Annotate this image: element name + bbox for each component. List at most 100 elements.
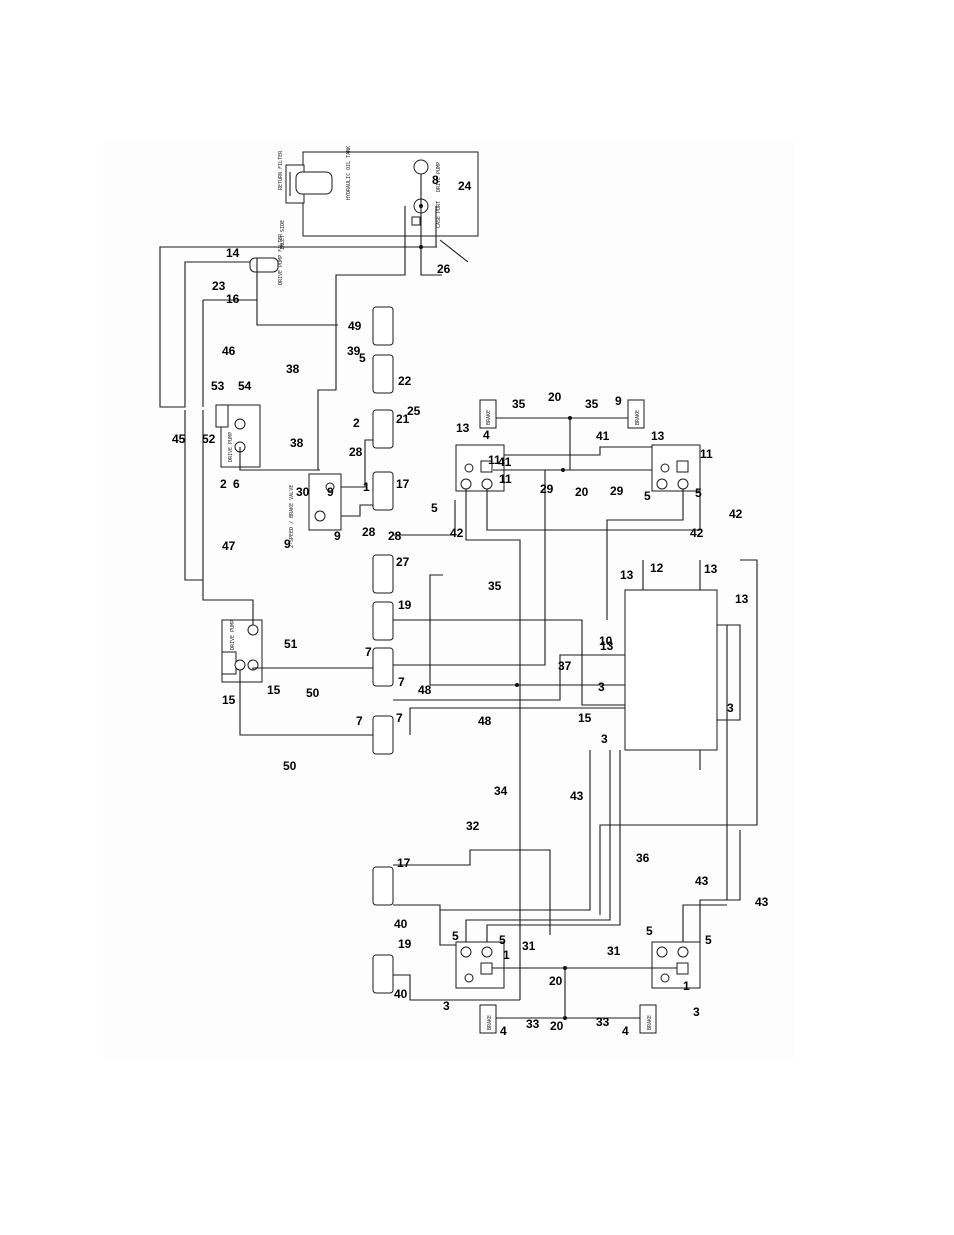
left-rear-drive-motor xyxy=(651,941,701,989)
callout: 48 xyxy=(418,683,432,697)
callout: 17 xyxy=(397,856,411,870)
callout: 53 xyxy=(211,379,225,393)
callout: 35 xyxy=(585,397,599,411)
callout-numbers: 8 24 26 14 23 16 46 53 54 38 49 39 5 22 … xyxy=(172,173,769,1038)
callout: 7 xyxy=(356,714,363,728)
case-port-label: CASE PORT xyxy=(436,201,442,228)
callout: 23 xyxy=(212,279,226,293)
callout: 48 xyxy=(478,714,492,728)
right-front-drive-motor xyxy=(455,444,505,492)
callout: 31 xyxy=(522,939,536,953)
brake-box-rear-right xyxy=(479,1004,497,1034)
callout: 5 xyxy=(431,501,438,515)
callout: 24 xyxy=(458,179,472,193)
drive-pump-filter-label: DRIVE PUMP FILTER xyxy=(278,233,284,285)
callout: 13 xyxy=(704,562,718,576)
drive-pump-left-label: DRIVE PUMP xyxy=(230,620,236,650)
callout: 13 xyxy=(600,639,614,653)
callout: 49 xyxy=(348,319,362,333)
callout: 32 xyxy=(466,819,480,833)
callout: 7 xyxy=(398,675,405,689)
callout: 28 xyxy=(388,529,402,543)
callout: 11 xyxy=(488,453,501,467)
callout: 5 xyxy=(644,489,651,503)
two-speed-brake-valve: 2-SPEED / BRAKE VALVE xyxy=(289,473,342,548)
callout: 3 xyxy=(727,701,734,715)
drive-pump-left: DRIVE PUMP xyxy=(221,619,263,683)
drive-pump-top-label: DRIVE PUMP xyxy=(228,432,234,462)
callout: 47 xyxy=(222,539,236,553)
callout: 45 xyxy=(172,432,186,446)
callout: 9 xyxy=(334,529,341,543)
return-filter-label: RETURN FILTER xyxy=(278,150,284,190)
callout: 20 xyxy=(575,485,589,499)
callout: 13 xyxy=(735,592,749,606)
callout: 52 xyxy=(202,432,216,446)
callout: 50 xyxy=(306,686,320,700)
callout: 3 xyxy=(598,680,605,694)
callout: 4 xyxy=(483,428,490,442)
callout: 41 xyxy=(596,429,610,443)
brake-label-1: BRAKE xyxy=(486,410,492,425)
callout: 12 xyxy=(650,561,664,575)
callout: 43 xyxy=(570,789,584,803)
two-speed-brake-valve-label: 2-SPEED / BRAKE VALVE xyxy=(289,485,295,548)
callout: 2 xyxy=(353,416,360,430)
callout: 27 xyxy=(396,555,410,569)
callout: 43 xyxy=(755,895,769,909)
left-front-drive-motor xyxy=(651,444,701,492)
callout: 14 xyxy=(226,246,240,260)
callout: 11 xyxy=(499,472,512,486)
callout: 41 xyxy=(498,455,512,469)
callout: 3 xyxy=(693,1005,700,1019)
callout: 35 xyxy=(512,397,526,411)
callout: 16 xyxy=(226,292,240,306)
callout: 20 xyxy=(549,974,563,988)
drive-pump-top: DRIVE PUMP xyxy=(215,404,261,468)
callout: 28 xyxy=(349,445,363,459)
callout: 5 xyxy=(646,924,653,938)
drive-pump-port-label: DRIVE PUMP xyxy=(436,162,442,192)
callout: 36 xyxy=(636,851,650,865)
callout: 11 xyxy=(700,447,713,461)
callout: 9 xyxy=(284,537,291,551)
callout: 38 xyxy=(286,362,300,376)
callout: 19 xyxy=(398,937,412,951)
callout: 29 xyxy=(610,484,624,498)
callout: 15 xyxy=(267,683,281,697)
callout: 50 xyxy=(283,759,297,773)
brake-box-rear-left xyxy=(639,1004,657,1034)
callout: 43 xyxy=(695,874,709,888)
brake-box-front-left xyxy=(627,399,645,429)
brake-label-4: BRAKE xyxy=(647,1015,653,1030)
callout: 1 xyxy=(503,948,510,962)
callout: 15 xyxy=(222,693,236,707)
port-boxes-bottom xyxy=(372,866,394,994)
callout: 54 xyxy=(238,379,252,393)
drive-pump-filter: DRIVE PUMP FILTER INLET SIDE xyxy=(249,220,286,300)
callout: 25 xyxy=(407,404,421,418)
callout: 26 xyxy=(437,262,451,276)
callout: 3 xyxy=(443,999,450,1013)
callout: 9 xyxy=(615,394,622,408)
callout: 28 xyxy=(362,525,376,539)
callout: 20 xyxy=(548,390,562,404)
callout: 34 xyxy=(494,784,508,798)
junction-manifold xyxy=(624,589,718,751)
callout: 35 xyxy=(488,579,502,593)
callout: 19 xyxy=(398,598,412,612)
inlet-side-label: INLET SIDE xyxy=(280,220,286,250)
callout: 7 xyxy=(365,645,372,659)
callout: 40 xyxy=(394,987,408,1001)
callout: 20 xyxy=(550,1019,564,1033)
callout: 5 xyxy=(499,933,506,947)
callout: 46 xyxy=(222,344,236,358)
callout: 3 xyxy=(601,732,608,746)
callout: 15 xyxy=(578,711,592,725)
hydraulic-oil-tank: HYDRAULIC OIL TANK RETURN FILTER DRIVE P… xyxy=(278,146,479,237)
callout: 13 xyxy=(456,421,470,435)
brake-label-3: BRAKE xyxy=(487,1015,493,1030)
callout: 33 xyxy=(596,1015,610,1029)
callout: 4 xyxy=(622,1024,629,1038)
